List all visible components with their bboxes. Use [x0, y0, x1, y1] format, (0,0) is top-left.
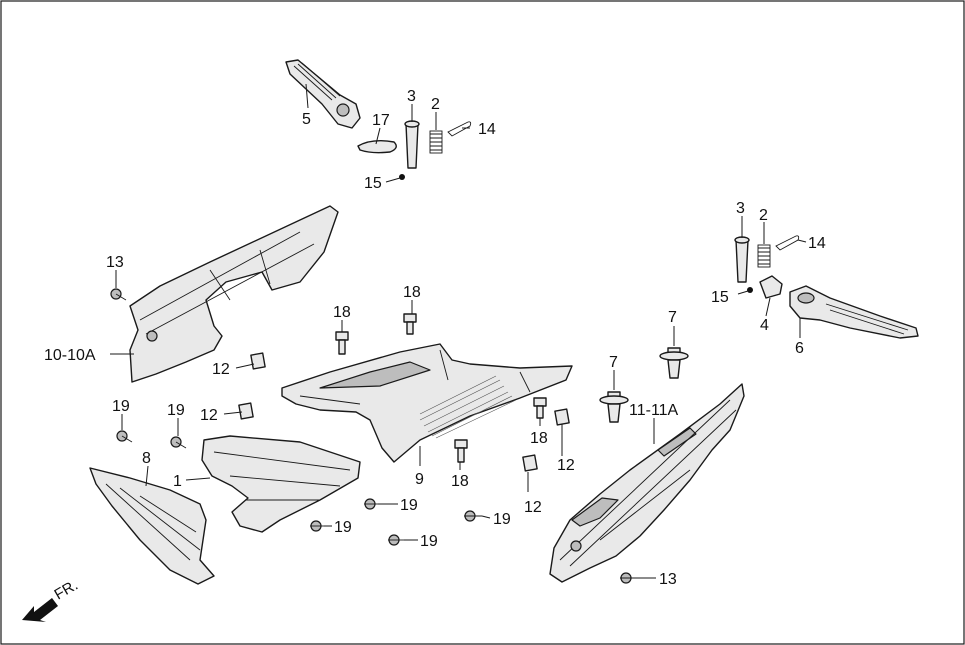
callout-9: 9	[415, 471, 424, 488]
callout-19-c: 19	[400, 497, 418, 514]
part-2-spring-upper	[429, 130, 443, 154]
part-19-screw-c	[364, 498, 380, 510]
callout-19-a: 19	[112, 398, 130, 415]
callout-19-d: 19	[334, 519, 352, 536]
part-18-fastener-b	[403, 313, 417, 335]
front-direction-label: FR.	[52, 577, 81, 604]
part-12-clip-c	[554, 408, 570, 426]
callout-19-f: 19	[420, 533, 438, 550]
callout-2-lower: 2	[759, 207, 768, 224]
callout-5: 5	[302, 111, 311, 128]
callout-14-upper: 14	[478, 121, 496, 138]
callout-8: 8	[142, 450, 151, 467]
part-2-spring-lower	[757, 244, 771, 268]
part-15-washer-lower	[747, 287, 753, 293]
callout-7-upper: 7	[668, 309, 677, 326]
part-15-washer-upper	[399, 174, 405, 180]
part-13-screw-left	[110, 288, 127, 301]
part-18-fastener-a	[335, 331, 349, 355]
part-10-left-side-cover	[129, 205, 339, 383]
part-3-pin-lower	[734, 236, 750, 283]
part-19-screw-f	[388, 534, 404, 546]
part-19-screw-e	[464, 510, 482, 522]
part-17-plate	[357, 139, 397, 154]
callout-18-b: 18	[403, 284, 421, 301]
part-12-clip-b	[238, 402, 254, 420]
callout-15-lower: 15	[711, 289, 729, 306]
callout-11-11A: 11-11A	[629, 402, 679, 419]
part-5-left-footrest	[285, 59, 361, 129]
part-1-lower-pan	[201, 435, 361, 533]
callout-18-a: 18	[333, 304, 351, 321]
part-7-clip-upper	[659, 347, 689, 379]
callout-12-c: 12	[557, 457, 575, 474]
callout-12-a: 12	[212, 361, 230, 378]
callout-13-left: 13	[106, 254, 124, 271]
callout-18-d: 18	[451, 473, 469, 490]
callout-3-upper: 3	[407, 88, 416, 105]
part-19-screw-a	[116, 430, 133, 443]
part-14-cotter-pin-upper	[447, 121, 472, 137]
callout-12-b: 12	[200, 407, 218, 424]
part-3-pin-upper	[404, 120, 420, 169]
callout-1: 1	[173, 473, 182, 490]
callout-12-d: 12	[524, 499, 542, 516]
part-6-right-footrest	[789, 285, 919, 339]
part-4-bracket	[759, 275, 783, 299]
part-12-clip-a	[250, 352, 266, 370]
callout-4: 4	[760, 317, 769, 334]
part-11-right-side-cover	[549, 383, 745, 583]
callout-15-upper: 15	[364, 175, 382, 192]
part-14-cotter-pin-lower	[775, 235, 800, 251]
callout-19-b: 19	[167, 402, 185, 419]
callout-14-lower: 14	[808, 235, 826, 252]
callout-6: 6	[795, 340, 804, 357]
part-7-clip-lower	[599, 391, 629, 423]
part-13-screw-right	[620, 572, 640, 584]
callout-13-right: 13	[659, 571, 677, 588]
front-direction-arrow	[22, 598, 58, 622]
part-12-clip-d	[522, 454, 538, 472]
part-18-fastener-c	[533, 397, 547, 419]
callout-2-upper: 2	[431, 96, 440, 113]
callout-3-lower: 3	[736, 200, 745, 217]
part-8-left-lower-cover	[89, 467, 215, 585]
part-19-screw-d	[310, 520, 326, 532]
part-9-floor-panel	[281, 343, 573, 463]
callout-10-10A: 10-10A	[44, 347, 96, 364]
callout-19-e: 19	[493, 511, 511, 528]
callout-17: 17	[372, 112, 390, 129]
callout-7-lower: 7	[609, 354, 618, 371]
leader-lines	[110, 83, 807, 579]
part-18-fastener-d	[454, 439, 468, 463]
part-19-screw-b	[170, 436, 187, 449]
callout-18-c: 18	[530, 430, 548, 447]
